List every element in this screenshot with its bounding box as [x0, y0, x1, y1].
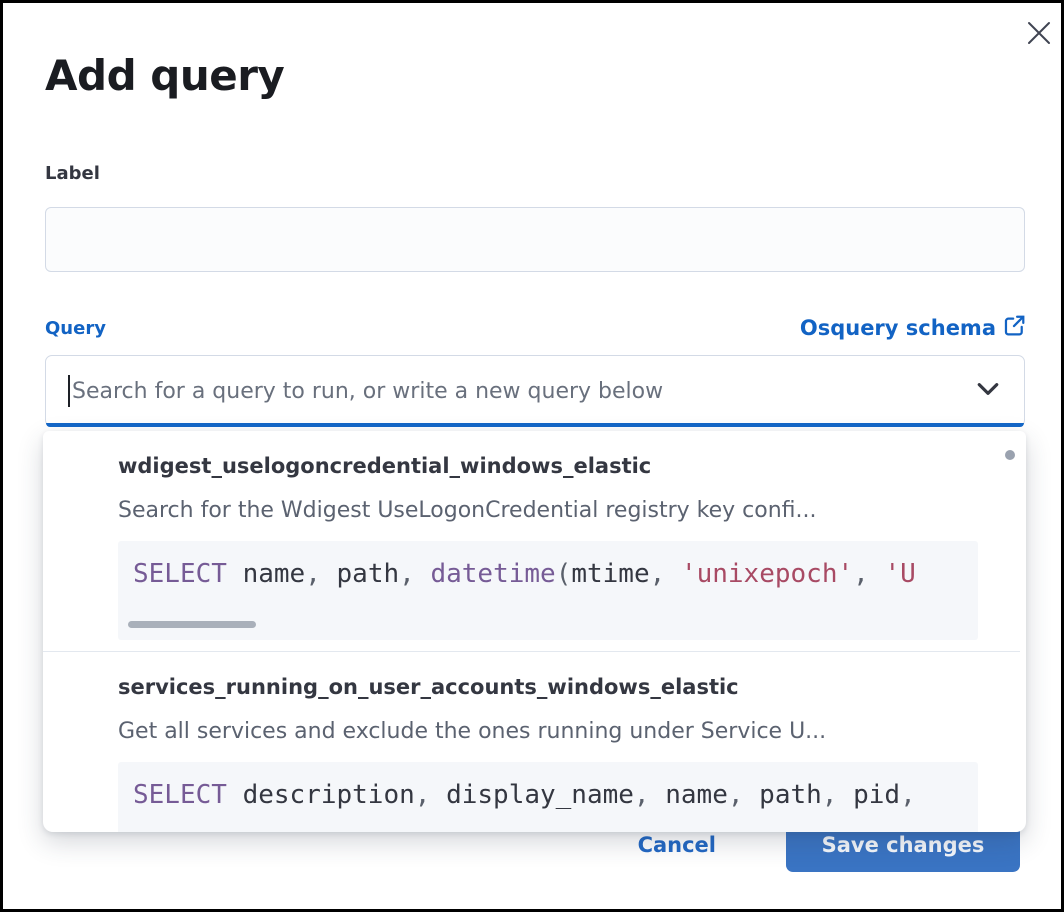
page-title: Add query: [45, 51, 285, 100]
query-search-placeholder: Search for a query to run, or write a ne…: [72, 378, 664, 404]
text-cursor: [68, 375, 70, 407]
sql-code: SELECT name, path, datetime(mtime, 'unix…: [133, 559, 916, 589]
option-divider: [43, 651, 1020, 652]
query-option-title: services_running_on_user_accounts_window…: [118, 675, 739, 699]
query-option-code-block: SELECT description, display_name, name, …: [118, 762, 978, 832]
label-field-label: Label: [45, 163, 100, 184]
query-field-label: Query: [45, 317, 106, 339]
osquery-schema-link[interactable]: Osquery schema: [800, 315, 1025, 341]
vertical-scrollbar-thumb[interactable]: [1005, 450, 1015, 460]
label-input[interactable]: [45, 207, 1025, 272]
query-option-title: wdigest_uselogoncredential_windows_elast…: [118, 454, 652, 478]
query-option-description: Search for the Wdigest UseLogonCredentia…: [118, 498, 817, 523]
options-list: wdigest_uselogoncredential_windows_elast…: [43, 431, 1026, 832]
query-option-description: Get all services and exclude the ones ru…: [118, 719, 827, 744]
query-options-dropdown: wdigest_uselogoncredential_windows_elast…: [43, 431, 1026, 832]
external-link-icon: [1004, 315, 1025, 341]
osquery-schema-link-label: Osquery schema: [799, 316, 996, 340]
close-icon[interactable]: [1023, 17, 1055, 49]
query-search-input[interactable]: Search for a query to run, or write a ne…: [45, 355, 1025, 427]
horizontal-scrollbar-thumb[interactable]: [128, 621, 256, 628]
query-option-code-block: SELECT name, path, datetime(mtime, 'unix…: [118, 541, 978, 640]
query-option[interactable]: wdigest_uselogoncredential_windows_elast…: [43, 431, 1026, 640]
cancel-button[interactable]: Cancel: [637, 833, 716, 857]
chevron-down-icon[interactable]: [974, 375, 1002, 407]
sql-code: SELECT description, display_name, name, …: [133, 780, 916, 810]
query-option[interactable]: services_running_on_user_accounts_window…: [43, 652, 1026, 832]
